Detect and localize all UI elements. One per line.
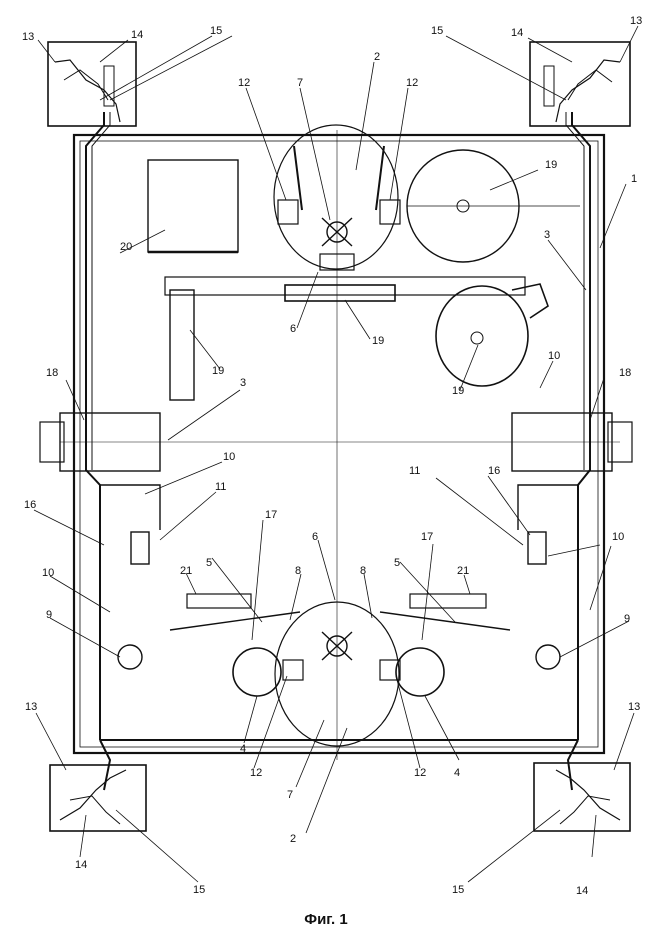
plates-21	[187, 594, 486, 608]
label-6-top: 6	[290, 323, 296, 335]
label-2-bottom: 2	[290, 833, 296, 845]
label-10-top-right: 10	[548, 350, 560, 362]
label-10-mid-left: 10	[223, 451, 235, 463]
label-8-left: 8	[295, 565, 301, 577]
label-3-top-right: 3	[544, 229, 550, 241]
label-17-right: 17	[421, 531, 433, 543]
label-11-right: 11	[409, 465, 420, 477]
label-13-top-left: 13	[22, 31, 34, 43]
main-frame	[74, 135, 604, 753]
label-21-left: 21	[180, 565, 192, 577]
label-15-bottom-right: 15	[452, 884, 464, 896]
label-1: 1	[631, 173, 637, 185]
label-5-right: 5	[394, 557, 400, 569]
label-19-top-right: 19	[545, 159, 557, 171]
label-13-bottom-left: 13	[25, 701, 37, 713]
label-14-top-right: 14	[511, 27, 523, 39]
label-6-bottom: 6	[312, 531, 318, 543]
label-18-right: 18	[619, 367, 631, 379]
label-18-left: 18	[46, 367, 58, 379]
lower-manifold	[100, 485, 578, 740]
label-15-top-right: 15	[431, 25, 443, 37]
label-19-left: 19	[212, 365, 224, 377]
label-2-top: 2	[374, 51, 380, 63]
label-15-top-left: 15	[210, 25, 222, 37]
label-21-right: 21	[457, 565, 469, 577]
label-10-mid-right: 10	[612, 531, 624, 543]
label-16-right: 16	[488, 465, 500, 477]
label-9-left: 9	[46, 609, 52, 621]
label-14-bottom-left: 14	[75, 859, 87, 871]
label-19-center: 19	[372, 335, 384, 347]
label-11-left: 11	[215, 481, 226, 493]
label-15-bottom-left: 15	[193, 884, 205, 896]
label-4-right: 4	[454, 767, 460, 779]
corner-bracket-bottom-left	[50, 765, 146, 831]
label-19-right: 19	[452, 385, 464, 397]
label-12-bottom-left: 12	[250, 767, 262, 779]
label-14-top-left: 14	[131, 29, 143, 41]
label-16-left: 16	[24, 499, 36, 511]
label-20: 20	[120, 241, 132, 253]
label-8-right: 8	[360, 565, 366, 577]
label-10-lower-left: 10	[42, 567, 54, 579]
label-13-bottom-right: 13	[628, 701, 640, 713]
corner-bracket-bottom-right	[534, 763, 630, 831]
box-20	[148, 160, 238, 252]
label-14-bottom-right: 14	[576, 885, 588, 897]
corner-bracket-top-right	[530, 42, 630, 126]
corner-bracket-top-left	[48, 42, 136, 126]
label-7-top: 7	[297, 77, 303, 89]
label-13-top-right: 13	[630, 15, 642, 27]
side-pipelines	[86, 112, 590, 790]
label-12-top-left: 12	[238, 77, 250, 89]
label-5-left: 5	[206, 557, 212, 569]
right-lower-tank	[436, 284, 548, 386]
label-12-top-right: 12	[406, 77, 418, 89]
filters-16	[131, 532, 546, 564]
label-12-bottom-right: 12	[414, 767, 426, 779]
label-7-bottom: 7	[287, 789, 293, 801]
label-17-left: 17	[265, 509, 277, 521]
bottom-cylinder-assembly	[233, 602, 444, 746]
label-4-left: 4	[240, 743, 246, 755]
figure-caption: Фиг. 1	[304, 911, 347, 928]
label-9-right: 9	[624, 613, 630, 625]
